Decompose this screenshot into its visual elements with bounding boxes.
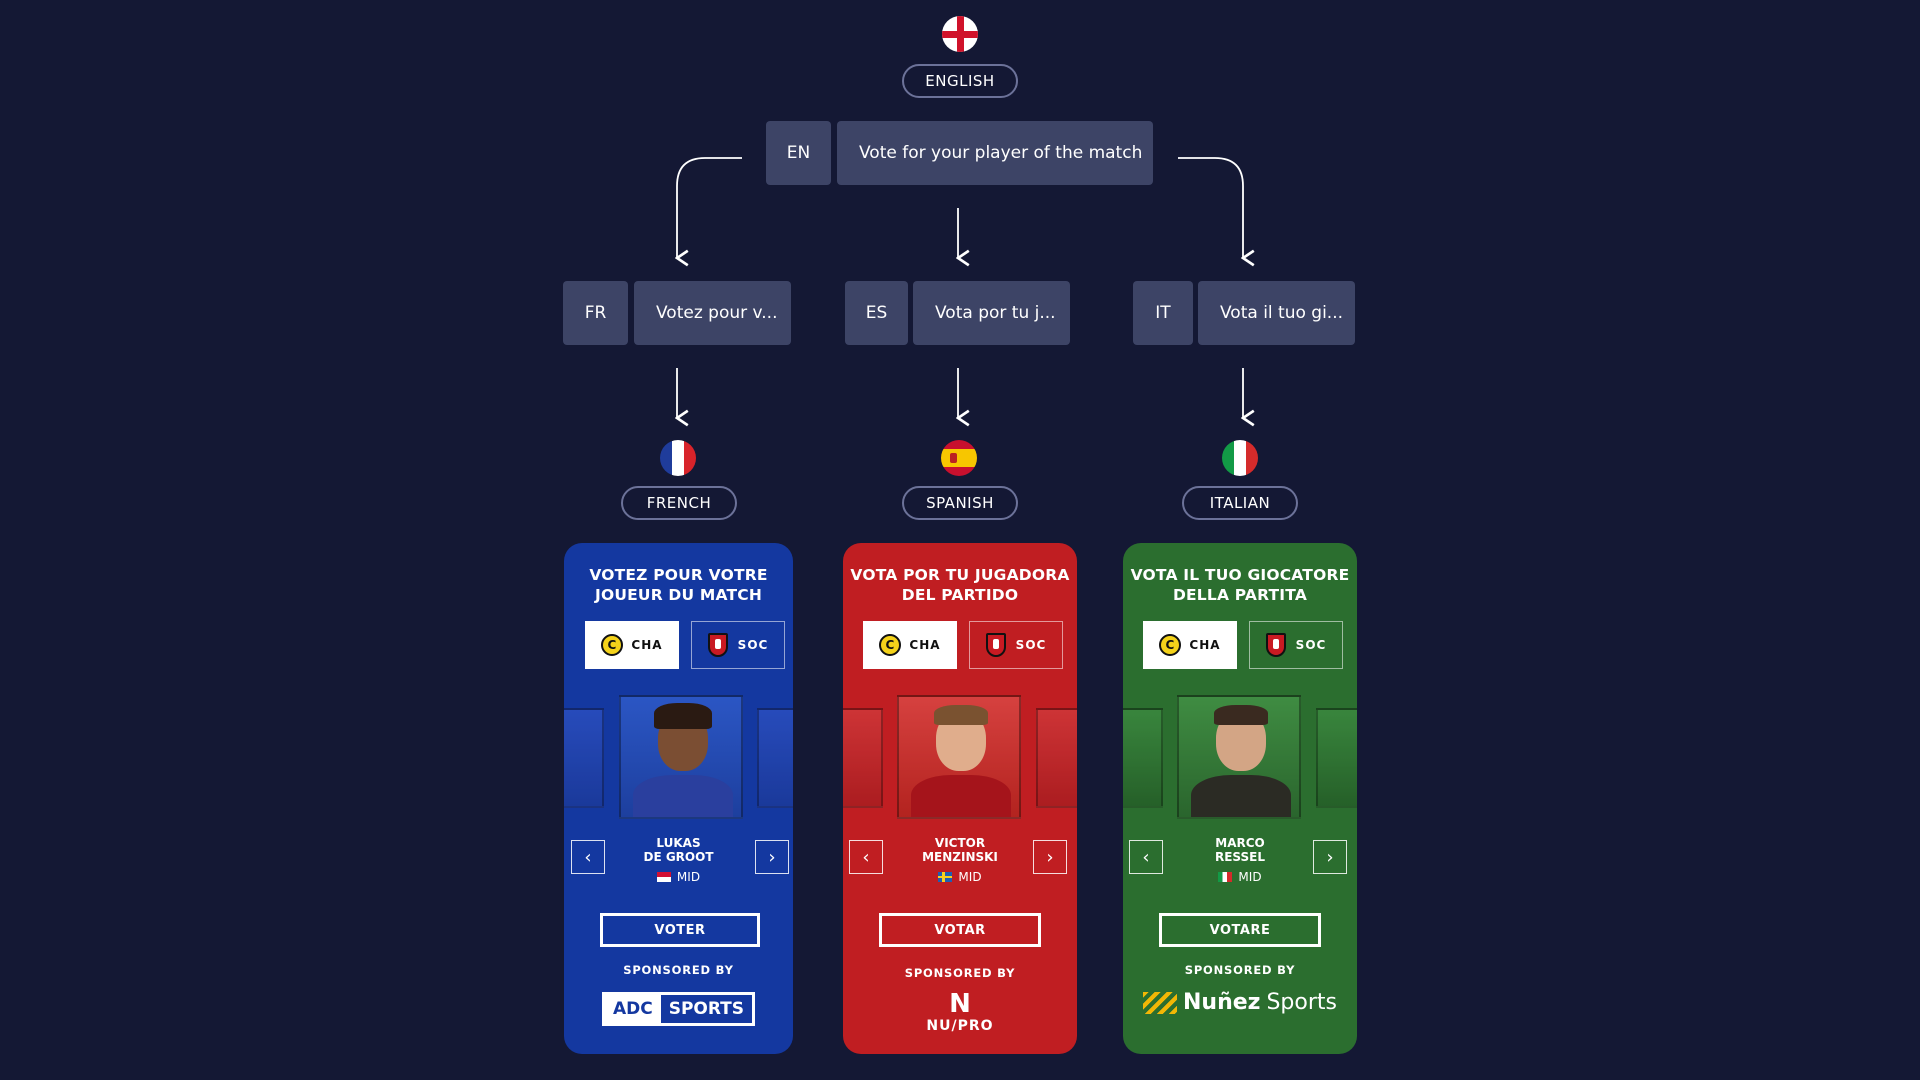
player-photo-next[interactable] [1036, 708, 1077, 808]
vote-button[interactable]: VOTER [600, 913, 760, 947]
club-badge-icon: C [1159, 634, 1181, 656]
card-title: VOTA IL TUO GIOCATORE DELLA PARTITA [1123, 565, 1357, 605]
chevron-left-icon: ‹ [862, 847, 869, 868]
next-player-button[interactable]: › [1313, 840, 1347, 874]
translation-code-fr: FR [563, 281, 628, 345]
player-photo-prev[interactable] [564, 708, 604, 808]
source-text: Vote for your player of the match [837, 121, 1153, 185]
translation-text-fr: Votez pour v... [634, 281, 791, 345]
prev-player-button[interactable]: ‹ [571, 840, 605, 874]
language-pill-english: ENGLISH [902, 64, 1018, 98]
vote-button[interactable]: VOTARE [1159, 913, 1321, 947]
italy-flag-icon [1218, 872, 1232, 882]
sponsor-logo-adc-sports: ADC SPORTS [564, 992, 793, 1026]
nunez-mark-icon [1143, 992, 1177, 1014]
translation-code-it: IT [1133, 281, 1193, 345]
spain-flag-icon [941, 440, 977, 476]
language-pill-spanish: SPANISH [902, 486, 1018, 520]
prev-player-button[interactable]: ‹ [1129, 840, 1163, 874]
translation-text-es: Vota por tu j... [913, 281, 1070, 345]
card-title: VOTA POR TU JUGADORA DEL PARTIDO [843, 565, 1077, 605]
vote-button[interactable]: VOTAR [879, 913, 1041, 947]
england-flag-icon [942, 16, 978, 52]
chevron-left-icon: ‹ [1142, 847, 1149, 868]
chevron-left-icon: ‹ [584, 847, 591, 868]
italy-flag-icon [1222, 440, 1258, 476]
source-language-code: EN [766, 121, 831, 185]
player-photo [619, 695, 743, 819]
player-photo [897, 695, 1021, 819]
next-player-button[interactable]: › [755, 840, 789, 874]
club-badge-icon: C [601, 634, 623, 656]
translation-text-it: Vota il tuo gi... [1198, 281, 1355, 345]
prev-player-button[interactable]: ‹ [849, 840, 883, 874]
translation-code-es: ES [845, 281, 908, 345]
team-button-soc[interactable]: SOC [969, 621, 1063, 669]
next-player-button[interactable]: › [1033, 840, 1067, 874]
chevron-right-icon: › [1046, 847, 1053, 868]
sponsored-by-label: SPONSORED BY [843, 966, 1077, 980]
nupro-mark-icon: N [949, 990, 971, 1018]
club-badge-icon: C [879, 634, 901, 656]
club-shield-icon [1266, 633, 1286, 657]
team-button-soc[interactable]: SOC [1249, 621, 1343, 669]
language-pill-french: FRENCH [621, 486, 737, 520]
sponsor-logo-nunez-sports: Nuñez Sports [1123, 990, 1357, 1015]
france-flag-icon [660, 440, 696, 476]
card-title: VOTEZ POUR VOTRE JOUEUR DU MATCH [564, 565, 793, 605]
player-photo [1177, 695, 1301, 819]
connector-en-to-it [1178, 158, 1243, 258]
team-button-soc[interactable]: SOC [691, 621, 785, 669]
chevron-right-icon: › [768, 847, 775, 868]
sponsored-by-label: SPONSORED BY [1123, 963, 1357, 977]
connector-en-to-fr [677, 158, 742, 258]
club-shield-icon [986, 633, 1006, 657]
sponsored-by-label: SPONSORED BY [564, 963, 793, 977]
monaco-flag-icon [657, 872, 671, 882]
club-shield-icon [708, 633, 728, 657]
player-photo-next[interactable] [757, 708, 793, 808]
player-photo-prev[interactable] [843, 708, 883, 808]
sponsor-logo-nupro: N NU/PRO [843, 990, 1077, 1034]
chevron-right-icon: › [1326, 847, 1333, 868]
player-photo-next[interactable] [1316, 708, 1357, 808]
language-pill-italian: ITALIAN [1182, 486, 1298, 520]
player-photo-prev[interactable] [1123, 708, 1163, 808]
sweden-flag-icon [938, 872, 952, 882]
